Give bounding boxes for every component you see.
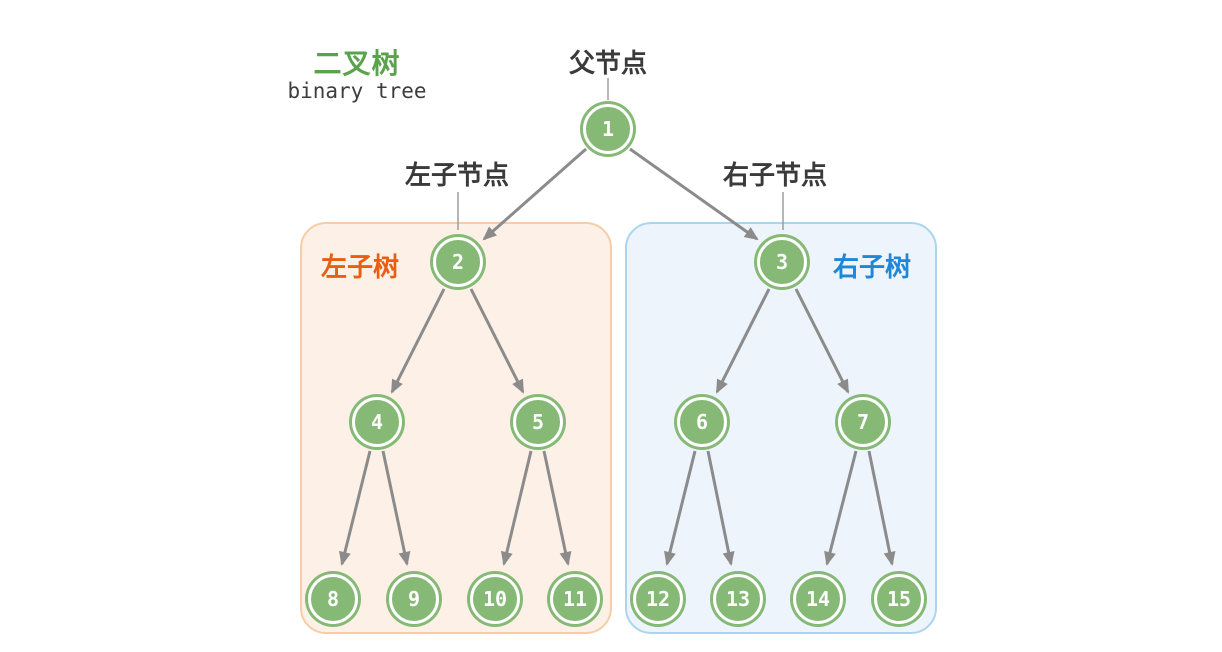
tree-node-3: 3: [757, 237, 807, 287]
tree-node-8: 8: [308, 574, 358, 624]
tree-node-10: 10: [470, 574, 520, 624]
tree-node-4: 4: [352, 397, 402, 447]
tree-node-7: 7: [838, 397, 888, 447]
tree-node-5: 5: [513, 397, 563, 447]
tree-node-9: 9: [389, 574, 439, 624]
tree-node-12: 12: [633, 574, 683, 624]
right-child-node-label: 右子节点: [722, 160, 828, 190]
tree-node-15: 15: [874, 574, 924, 624]
tree-node-6: 6: [677, 397, 727, 447]
left-subtree-label: 左子树: [321, 252, 400, 282]
parent-node-label: 父节点: [568, 48, 648, 78]
tree-node-1: 1: [583, 104, 633, 154]
tree-node-13: 13: [713, 574, 763, 624]
left-child-node-label: 左子节点: [404, 160, 510, 190]
tree-node-2: 2: [433, 237, 483, 287]
tree-node-11: 11: [550, 574, 600, 624]
diagram-title-zh: 二叉树: [313, 48, 401, 79]
right-subtree-label: 右子树: [833, 252, 912, 282]
tree-node-14: 14: [793, 574, 843, 624]
diagram-title-en: binary tree: [287, 79, 427, 103]
label-leader-lines: [457, 78, 784, 230]
